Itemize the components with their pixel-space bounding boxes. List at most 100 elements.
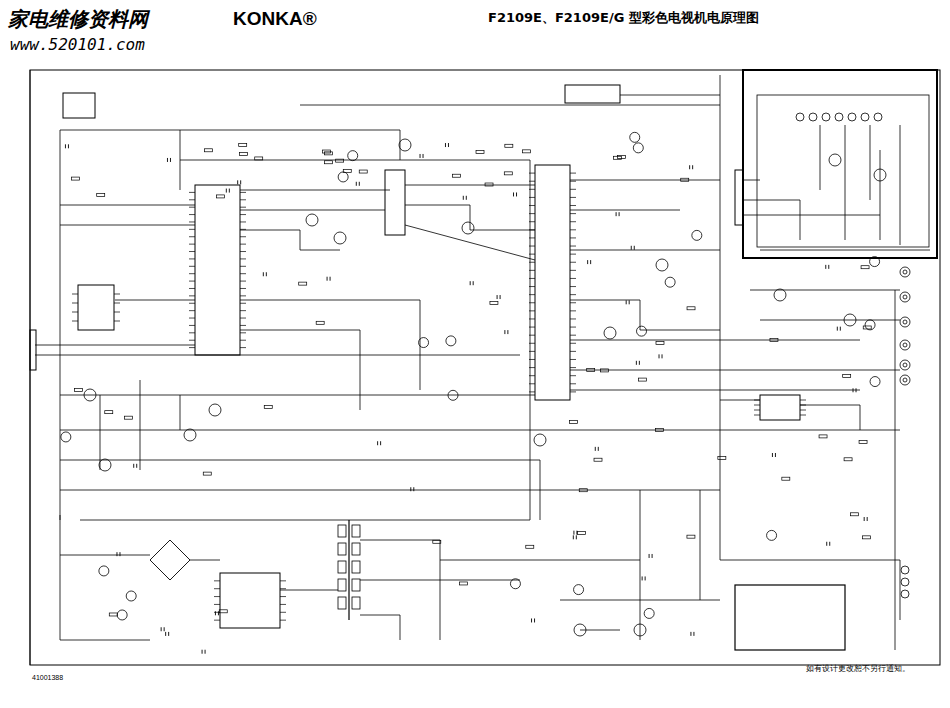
resistor-symbol [359, 170, 367, 173]
wire [72, 303, 78, 304]
wire [202, 650, 203, 654]
wire [570, 343, 576, 344]
wire [626, 300, 627, 304]
wire [180, 130, 181, 160]
wire [840, 327, 841, 331]
wire [240, 325, 246, 326]
resistor-symbol [504, 172, 512, 175]
resistor-symbol [124, 416, 132, 419]
wire [570, 246, 576, 247]
wire [570, 286, 576, 287]
resistor-symbol [219, 610, 227, 613]
wire [240, 192, 246, 193]
wire [240, 207, 246, 208]
av-jack-symbol [900, 317, 910, 327]
wire [405, 225, 535, 260]
wire [659, 354, 660, 358]
wire [35, 345, 195, 346]
wire [423, 154, 424, 158]
wire [300, 105, 420, 106]
transformer-winding [352, 597, 360, 609]
wire [360, 615, 400, 640]
wire [760, 320, 900, 321]
wire [445, 143, 446, 147]
wire [636, 361, 637, 365]
wire [880, 150, 881, 240]
transistor-symbol [767, 530, 777, 540]
resistor-symbol [526, 545, 534, 548]
wire [689, 165, 690, 169]
crt-pin-symbol [822, 113, 830, 121]
wire [800, 400, 806, 401]
av-jack-symbol [900, 375, 910, 385]
wire [190, 560, 220, 561]
transformer-winding [352, 543, 360, 555]
av-jack-symbol [901, 566, 909, 574]
av-jack-symbol [903, 363, 907, 367]
wire [620, 95, 720, 96]
wire [240, 221, 246, 222]
wire [531, 618, 532, 622]
wire [60, 205, 195, 206]
wire [229, 189, 230, 193]
website-watermark: www.520101.com [10, 36, 145, 54]
wire [867, 517, 868, 521]
av-jack-symbol [903, 378, 907, 382]
wire [516, 192, 517, 196]
wire [576, 535, 577, 539]
wire [772, 453, 773, 457]
transistor-symbol [865, 320, 875, 330]
resistor-symbol [239, 144, 247, 147]
wire [214, 604, 220, 605]
av-jack-symbol [900, 267, 910, 277]
resistor-symbol [687, 307, 695, 310]
wire [900, 125, 901, 245]
wire [167, 158, 168, 162]
wire [237, 180, 238, 184]
wire [189, 258, 195, 259]
wire [140, 380, 141, 470]
wire [240, 180, 241, 184]
wire [280, 588, 286, 589]
wire [114, 294, 120, 295]
transformer-winding [338, 579, 346, 591]
resistor-symbol [859, 441, 867, 444]
resistor-symbol [600, 369, 608, 372]
resistor-symbol [105, 411, 113, 414]
wire [60, 490, 720, 491]
wire [180, 160, 181, 190]
wire [189, 207, 195, 208]
wire [348, 520, 349, 620]
wire [570, 302, 576, 303]
wire [573, 531, 574, 535]
transistor-symbol [870, 377, 880, 387]
wire [570, 294, 576, 295]
diagram-title: F2109E、F2109E/G 型彩色电视机电原理图 [488, 11, 759, 25]
resistor-symbol [850, 513, 858, 516]
wire [60, 555, 150, 556]
power-ic-symbol [220, 573, 280, 628]
wire [280, 596, 286, 597]
wire [634, 246, 635, 250]
wire [570, 181, 576, 182]
wire [645, 576, 646, 580]
resistor-symbol [862, 536, 870, 539]
wire [570, 390, 860, 391]
wire [60, 225, 195, 226]
resistor-symbol [656, 342, 664, 345]
wire [114, 312, 120, 313]
wire [168, 632, 169, 636]
wire [240, 210, 385, 211]
resistor-symbol [452, 174, 460, 177]
bridge-rectifier-symbol [150, 540, 190, 580]
resistor-symbol [718, 456, 726, 459]
wire [700, 490, 701, 600]
wire [240, 340, 246, 341]
resistor-symbol [656, 428, 664, 431]
wire [189, 332, 195, 333]
wire [570, 278, 576, 279]
wire [853, 388, 854, 392]
wire [856, 388, 857, 392]
wire [240, 295, 246, 296]
